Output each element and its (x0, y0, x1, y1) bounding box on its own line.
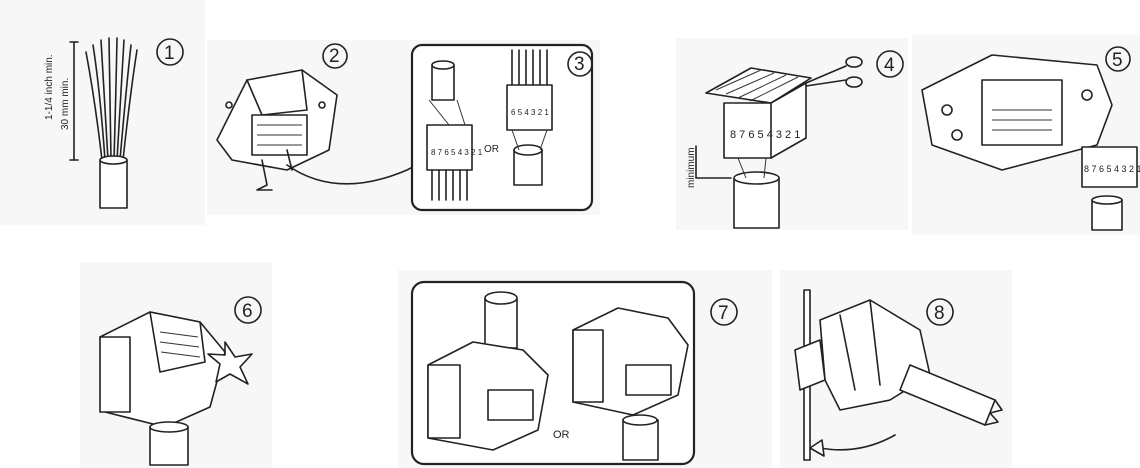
step-3-badge (567, 51, 593, 77)
step-4-badge (876, 50, 904, 78)
step-6-panel: 6 (80, 262, 272, 468)
step-7-or-label: OR (553, 429, 570, 441)
jack-variant-b (572, 307, 689, 461)
step-2-3-panel: 2 8 7 6 5 4 3 2 1 OR (207, 40, 600, 215)
step-7-number: 7 (718, 303, 729, 324)
minimum-label: minimum (686, 147, 697, 188)
step-5-badge (1105, 46, 1131, 72)
cable-icon (99, 155, 128, 209)
connector-a-pins: 8 7 6 5 4 3 2 1 (431, 148, 483, 157)
step-3-number: 3 (574, 54, 585, 75)
jack-variant-a (427, 291, 549, 451)
step-6-number: 6 (242, 301, 253, 322)
mount-jack-illustration: 8 (794, 289, 1003, 461)
step-8-panel: 8 (780, 270, 1012, 468)
step-7-panel: OR 7 (398, 270, 772, 468)
jack-icon (216, 69, 338, 191)
step-2-badge (322, 43, 348, 69)
rotate-arrow-icon (819, 434, 896, 451)
step-4-pins: 8 7 6 5 4 3 2 1 (730, 129, 800, 141)
connector-b-illustration: 6 5 4 3 2 1 (506, 49, 553, 186)
wire-bundle-icon (85, 37, 138, 161)
step-8-number: 8 (934, 303, 945, 324)
measure-imperial-label: 1-1/4 inch min. (44, 54, 55, 120)
stripped-cable-illustration: 1-1/4 inch min. 30 mm min. 1 (44, 37, 184, 209)
connector-a-illustration: 8 7 6 5 4 3 2 1 (426, 60, 483, 201)
step-6-badge (234, 296, 262, 324)
connector-b-pins: 6 5 4 3 2 1 (511, 108, 549, 117)
step-4-number: 4 (884, 55, 895, 76)
step-1-number: 1 (164, 43, 175, 64)
step-8-badge (926, 298, 954, 326)
scissors-icon (805, 56, 863, 88)
step-1-badge (156, 38, 184, 66)
measure-metric-label: 30 mm min. (60, 78, 71, 130)
step-2-number: 2 (329, 46, 340, 67)
finished-jack-illustration: OR 7 (410, 280, 738, 466)
insert-connector-illustration: 8 7 6 5 4 3 2 1 5 (921, 46, 1140, 231)
step-5-pins: 8 7 6 5 4 3 2 1 (1084, 164, 1140, 174)
trim-wires-illustration: 8 7 6 5 4 3 2 1 minimum 4 (686, 50, 904, 229)
jack-termination-illustration: 2 8 7 6 5 4 3 2 1 OR (216, 43, 594, 212)
step-4-panel: 8 7 6 5 4 3 2 1 minimum 4 (676, 38, 908, 230)
step-5-panel: 8 7 6 5 4 3 2 1 5 (912, 35, 1140, 235)
step-3-or-label: OR (484, 144, 499, 155)
snap-burst-icon (207, 341, 253, 385)
step-7-badge (710, 298, 738, 326)
snap-shut-illustration: 6 (99, 296, 262, 466)
step-5-number: 5 (1112, 50, 1123, 71)
step-1-panel: 1-1/4 inch min. 30 mm min. 1 (0, 0, 205, 225)
